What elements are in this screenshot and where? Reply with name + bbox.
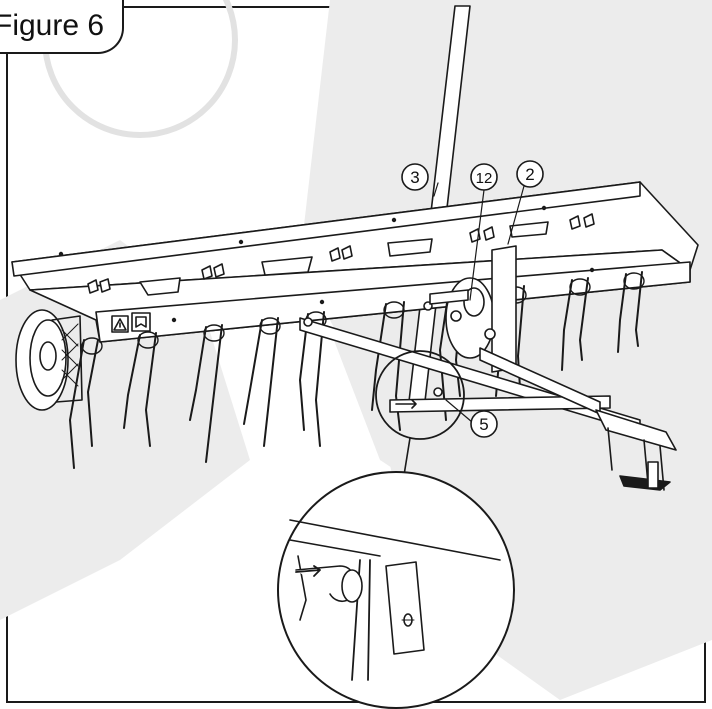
figure-label-tab: Figure 6	[0, 0, 125, 54]
tray-back-wall	[11, 181, 641, 277]
detail-source-circle	[375, 350, 465, 440]
detail-magnified-view	[277, 471, 515, 709]
callout-2: 2	[516, 160, 544, 188]
warning-triangle-icon	[111, 315, 129, 333]
svg-text:5: 5	[479, 415, 488, 434]
callout-5: 5	[470, 410, 498, 438]
bolts	[303, 301, 496, 397]
svg-text:12: 12	[476, 170, 493, 187]
tray-slots	[87, 213, 595, 296]
svg-text:3: 3	[410, 168, 419, 187]
callout-12: 12	[470, 163, 498, 191]
figure-label: Figure 6	[0, 9, 105, 42]
hitch-plate	[595, 409, 677, 491]
svg-text:2: 2	[525, 165, 534, 184]
hitch-bracket	[491, 245, 517, 373]
tine-coils	[81, 272, 645, 355]
pivot-pin	[429, 289, 469, 305]
manual-book-icon	[131, 312, 151, 332]
tow-bar-lower	[389, 395, 611, 413]
left-wheel	[15, 309, 83, 411]
callout-3: 3	[401, 163, 429, 191]
tray-holes	[58, 205, 595, 323]
